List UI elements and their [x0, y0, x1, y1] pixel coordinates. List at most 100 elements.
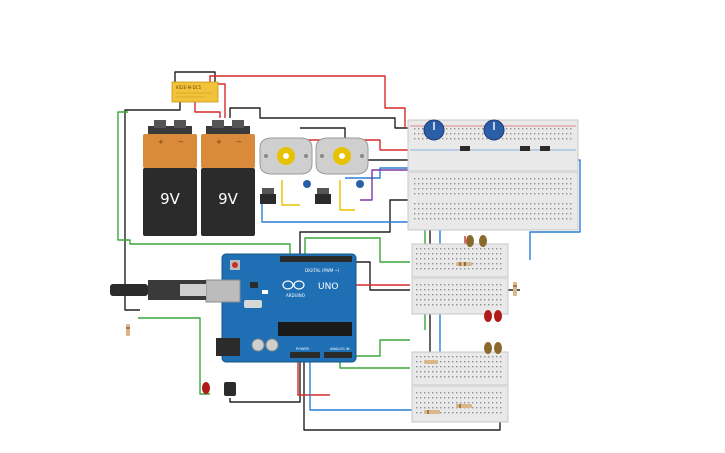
capacitor-right[interactable]: [356, 180, 364, 188]
wire-yellow-2[interactable]: [339, 180, 355, 211]
wire-black-2[interactable]: [299, 199, 410, 254]
transistor-bottom[interactable]: [224, 382, 236, 396]
breadboard-hole: [510, 138, 512, 140]
led-pair-middle-bottom[interactable]: [484, 310, 502, 322]
breadboard-hole: [420, 392, 422, 394]
breadboard-hole: [466, 188, 468, 190]
transistor-left[interactable]: [260, 188, 276, 204]
breadboard-hole: [474, 208, 476, 210]
led-pair-bottom[interactable]: [484, 342, 502, 354]
breadboard-hole: [492, 284, 494, 286]
breadboard-hole: [522, 178, 524, 180]
breadboard-hole: [522, 203, 524, 205]
breadboard-hole: [486, 213, 488, 215]
breadboard-hole: [538, 188, 540, 190]
resistor-left-vertical[interactable]: [126, 324, 130, 336]
breadboard-hole: [430, 218, 432, 220]
arduino-brand: ARDUINO: [286, 293, 305, 298]
breadboard-hole: [488, 294, 490, 296]
breadboard-hole: [506, 203, 508, 205]
breadboard-hole: [496, 248, 498, 250]
breadboard-hole: [466, 178, 468, 180]
dc-motor-left[interactable]: [259, 137, 313, 175]
breadboard-hole: [464, 299, 466, 301]
resistor-right-vertical[interactable]: [513, 282, 517, 296]
wire-purple-1[interactable]: [360, 169, 410, 201]
usb-cable[interactable]: [110, 280, 206, 300]
breadboard-hole: [426, 188, 428, 190]
breadboard-hole: [420, 304, 422, 306]
led-red-standalone[interactable]: [202, 382, 210, 394]
breadboard-middle[interactable]: [411, 243, 509, 315]
breadboard-hole: [522, 133, 524, 135]
wire-red-relay[interactable]: [194, 100, 221, 118]
breadboard-hole: [488, 248, 490, 250]
capacitor-left[interactable]: [303, 180, 311, 188]
pushbutton-c[interactable]: [540, 146, 550, 151]
breadboard-hole: [428, 258, 430, 260]
breadboard-hole: [440, 248, 442, 250]
pushbutton-a[interactable]: [460, 146, 470, 151]
breadboard-hole: [566, 213, 568, 215]
wire-green-led[interactable]: [138, 317, 210, 395]
breadboard-hole: [530, 208, 532, 210]
potentiometer-right[interactable]: [483, 119, 505, 141]
breadboard-hole: [468, 361, 470, 363]
breadboard-hole: [478, 213, 480, 215]
wire-black-transistor[interactable]: [229, 360, 301, 403]
arduino-logo-loop-b: [293, 280, 305, 290]
breadboard-hole: [494, 193, 496, 195]
breadboard-hole: [502, 178, 504, 180]
breadboard-hole: [456, 392, 458, 394]
breadboard-hole: [444, 253, 446, 255]
wire-green-1[interactable]: [117, 111, 291, 254]
battery-left-body: [143, 168, 197, 236]
breadboard-hole: [422, 188, 424, 190]
dc-motor-right[interactable]: [315, 137, 369, 175]
breadboard-hole: [438, 203, 440, 205]
arduino-capacitor-a: [251, 338, 265, 352]
transistor-right[interactable]: [315, 188, 331, 204]
breadboard-hole: [518, 138, 520, 140]
breadboard-hole: [562, 208, 564, 210]
wire-blue-1[interactable]: [345, 167, 410, 179]
wire-blue-bottom[interactable]: [309, 348, 415, 411]
transistor-right-tab: [317, 188, 329, 196]
wire-red-top[interactable]: [209, 75, 406, 128]
relay-module[interactable]: KS2E-M-DC5: [171, 81, 219, 103]
battery-right-terminal-cap: [206, 126, 250, 134]
breadboard-hole: [490, 178, 492, 180]
battery-left-top: [143, 134, 197, 168]
resistor-bottom-3[interactable]: [424, 360, 438, 364]
breadboard-hole: [554, 213, 556, 215]
wire-black-left[interactable]: [124, 100, 181, 311]
breadboard-hole: [518, 183, 520, 185]
breadboard-hole: [432, 284, 434, 286]
wire-relay-black[interactable]: [174, 71, 216, 82]
led-pair-middle-top[interactable]: [466, 235, 487, 247]
breadboard-hole: [426, 203, 428, 205]
breadboard-hole: [454, 218, 456, 220]
breadboard-hole: [414, 138, 416, 140]
battery-right[interactable]: + − 9V: [201, 120, 255, 236]
breadboard-hole: [480, 248, 482, 250]
resistor-bottom-2[interactable]: [456, 404, 472, 408]
resistor-middle[interactable]: [456, 262, 472, 266]
pushbutton-b[interactable]: [520, 146, 530, 151]
wire-green-2[interactable]: [304, 237, 410, 263]
breadboard-hole: [558, 183, 560, 185]
battery-left[interactable]: + − 9V: [143, 120, 197, 236]
arduino-uno[interactable]: DIGITAL (PWM ~) UNO ARDUINO POWER ANALOG…: [205, 253, 357, 363]
wire-red-power[interactable]: [297, 348, 330, 396]
breadboard-hole: [450, 208, 452, 210]
potentiometer-left[interactable]: [423, 119, 445, 141]
breadboard-hole: [440, 258, 442, 260]
resistor-bottom-1[interactable]: [424, 410, 440, 414]
wire-yellow-1[interactable]: [281, 180, 300, 206]
breadboard-hole: [432, 263, 434, 265]
led-mid-top-b: [479, 235, 487, 247]
breadboard-hole: [440, 402, 442, 404]
wire-blue-motor[interactable]: [261, 204, 410, 223]
wire-black-top[interactable]: [229, 107, 410, 129]
